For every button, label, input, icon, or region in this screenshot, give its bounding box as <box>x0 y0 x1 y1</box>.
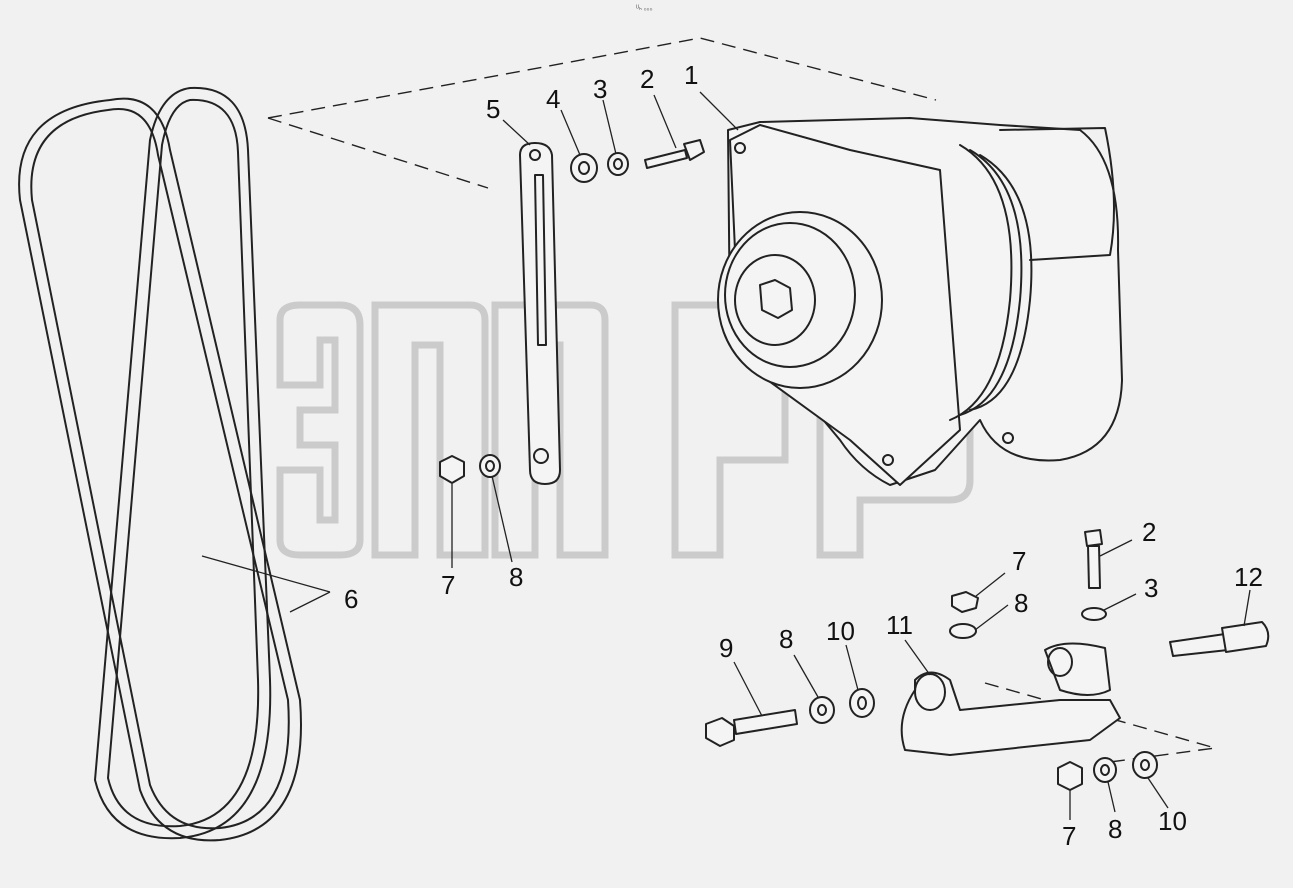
callout-1: 1 <box>684 60 698 90</box>
callout-3-top: 3 <box>593 74 607 104</box>
bolt-9 <box>705 709 798 747</box>
adjusting-bracket <box>519 142 561 485</box>
callout-2-top: 2 <box>640 64 654 94</box>
callout-8-right: 8 <box>1014 588 1028 618</box>
washer-10-bottom <box>1132 751 1158 779</box>
bolt-2-right <box>1084 529 1103 589</box>
spring-washer-8-bottom <box>1093 757 1117 783</box>
washer-3-right <box>1081 607 1107 621</box>
nut-7-left <box>439 455 465 484</box>
washer-8-right <box>949 623 977 639</box>
callout-12: 12 <box>1234 562 1263 592</box>
callout-7-right: 7 <box>1012 546 1026 576</box>
callout-8-bottom: 8 <box>1108 814 1122 844</box>
callout-3-right: 3 <box>1144 573 1158 603</box>
spring-washer-8-left <box>479 454 501 478</box>
washer-10-mid <box>849 688 875 718</box>
bolt-2 <box>644 139 705 169</box>
callout-5: 5 <box>486 94 500 124</box>
callout-10-mid: 10 <box>826 616 855 646</box>
callout-2-right: 2 <box>1142 517 1156 547</box>
callout-labels: 1 2 3 4 5 6 7 8 2 7 8 3 12 9 8 10 11 7 8… <box>344 60 1263 851</box>
callout-6: 6 <box>344 584 358 614</box>
callout-8-left: 8 <box>509 562 523 592</box>
alternator <box>717 117 1123 486</box>
callout-4: 4 <box>546 84 560 114</box>
nut-7-right <box>951 591 979 613</box>
callout-7-bottom: 7 <box>1062 821 1076 851</box>
spring-washer-3 <box>607 152 629 176</box>
bracket-11 <box>900 642 1121 756</box>
callout-7-left: 7 <box>441 570 455 600</box>
callout-10-bottom: 10 <box>1158 806 1187 836</box>
callout-11: 11 <box>886 610 913 640</box>
washer-4 <box>570 153 598 183</box>
leader-lines <box>201 91 1251 820</box>
drive-belts <box>18 86 302 842</box>
nut-7-bottom <box>1057 761 1083 791</box>
stud-12 <box>1169 621 1270 657</box>
callout-8-mid: 8 <box>779 624 793 654</box>
header-mark: ᵁₕ ₀₀₀ <box>636 5 653 12</box>
spring-washer-8-mid <box>809 696 835 724</box>
callout-9: 9 <box>719 633 733 663</box>
